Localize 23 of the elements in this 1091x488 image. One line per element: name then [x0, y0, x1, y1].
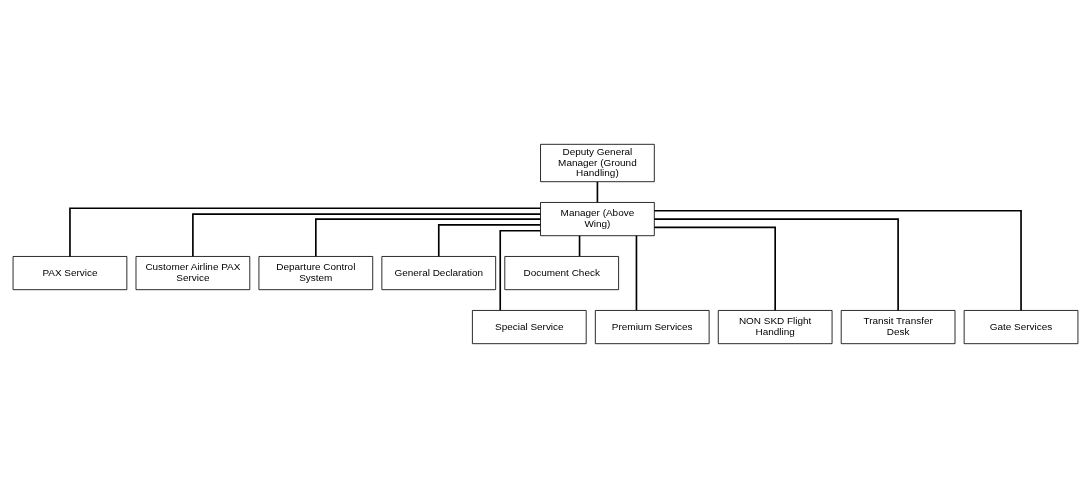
- connector: [437, 224, 542, 258]
- connector: [192, 213, 542, 258]
- node-box: Deputy General Manager (Ground Handling): [540, 143, 655, 183]
- node-box: Manager (Above Wing): [540, 202, 655, 237]
- node-box: PAX Service: [12, 256, 128, 291]
- connector: [653, 218, 899, 312]
- node-box: Customer Airline PAX Service: [135, 256, 251, 291]
- connector: [315, 218, 542, 258]
- node-box: Transit Transfer Desk: [840, 310, 956, 345]
- connector: [653, 209, 1022, 312]
- node-box: Gate Services: [963, 310, 1079, 345]
- node-box: General Declaration: [381, 256, 497, 291]
- node-box: NON SKD Flight Handling: [717, 310, 833, 345]
- connector: [653, 226, 776, 312]
- node-box: Special Service: [472, 310, 587, 345]
- connector: [578, 235, 581, 257]
- node-box: Premium Services: [594, 310, 710, 345]
- connector: [635, 234, 638, 312]
- connector: [596, 181, 599, 204]
- node-box: Departure Control System: [258, 256, 374, 291]
- connector: [499, 229, 542, 312]
- node-box: Document Check: [504, 256, 619, 291]
- connector: [69, 207, 542, 258]
